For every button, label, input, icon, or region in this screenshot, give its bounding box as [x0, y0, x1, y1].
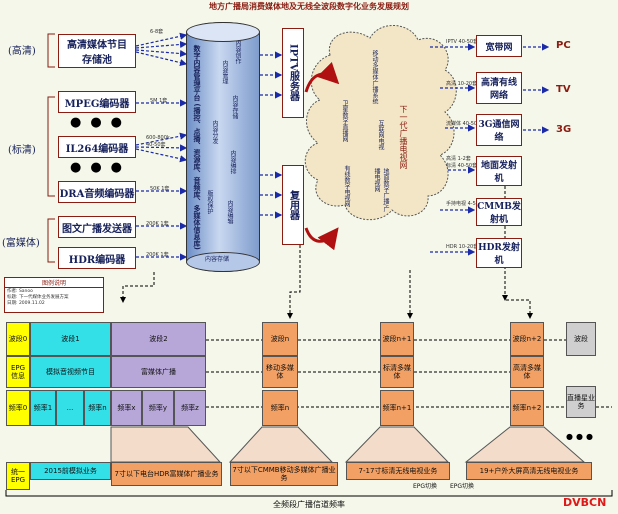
link-label: 流媒体 40-50套 — [446, 121, 483, 127]
source-hdr-encoder: HDR编码器 — [58, 247, 136, 269]
cloud-item: 卫星数字直播网 — [341, 100, 348, 142]
dest-tv: TV — [556, 84, 571, 95]
band-cell: 波段 — [566, 322, 596, 356]
band-cell: EPG 信息 — [6, 356, 30, 388]
band-cell: 频率1 — [30, 390, 56, 426]
legend-row: 作者: Sanoo — [7, 289, 33, 294]
service-bar: 7寸以下电台HDR富媒体广播业务 — [111, 462, 222, 486]
platform-module: 内容存储 — [231, 95, 238, 119]
platform-module: 内容编排 — [229, 150, 236, 174]
band-cell: 模拟音视频节目 — [30, 356, 111, 388]
rate-label: 50K 1套 — [150, 186, 170, 192]
cylinder-bottom-ellipse — [186, 252, 260, 272]
service-bar: 19+户外大屏高清无线电视业务 — [466, 462, 592, 480]
cloud-item: 互联网电视 — [377, 120, 384, 150]
band-cell: 标清多媒体 — [380, 356, 414, 388]
output-3g: 3G通信网络 — [476, 114, 522, 146]
frequency-footer: 全频段广播信道频率 — [273, 500, 345, 509]
group-label-hd: (高清) — [8, 46, 36, 57]
multiplexer: 复用器 — [282, 165, 304, 245]
epg-switch-label: EPG切换 — [413, 483, 438, 490]
band-cell: 频率n — [262, 390, 298, 426]
watermark-logo: DVBCN — [563, 496, 607, 509]
band-cell: 波段2 — [111, 322, 206, 356]
ellipsis-dots: ●●● — [566, 432, 596, 441]
rate-label: 200K 1套 — [146, 221, 169, 227]
link-label: 高清 1-2套 标清 40-50套 — [446, 156, 478, 169]
page-title: 地方广播局消费媒体地及无线全波段数字化业务发展规划 — [209, 1, 409, 11]
source-hd-storage: 高清媒体节目存储池 — [58, 34, 136, 68]
output-broadband: 宽带网 — [476, 35, 522, 57]
platform-title: 数字内容管理平台 (播控、点播、资源库、音频库、多媒体信息库) — [193, 45, 201, 250]
service-bar: 7寸以下CMMB移动多媒体广播业务 — [230, 462, 338, 486]
rate-label: 600-800k 40-50套 — [146, 135, 170, 148]
service-bar: 7-17寸标清无线电视业务 — [346, 462, 450, 480]
band-cell: 富媒体广播 — [111, 356, 206, 388]
unified-epg: 统一EPG — [6, 462, 30, 490]
band-cell: 频率y — [142, 390, 174, 426]
iptv-server: IPTV服务器 — [282, 28, 304, 118]
source-mpeg-encoder: MPEG编码器 — [58, 91, 136, 113]
output-hd-cable: 高清有线网络 — [476, 72, 522, 104]
dest-pc: PC — [556, 40, 571, 51]
band-cell: 频率0 — [6, 390, 30, 426]
source-teletext-sender: 图文广播发送器 — [58, 216, 136, 238]
group-label-rich-media: (富媒体) — [2, 238, 40, 249]
cloud-item: 移动多媒体广播系统 — [371, 50, 378, 104]
dest-3g: 3G — [556, 124, 572, 135]
band-cell: 频率n+1 — [380, 390, 414, 426]
rate-label: 6-8套 — [150, 29, 164, 35]
output-cmmb: CMMB发射机 — [476, 198, 522, 226]
link-label: HDR 10-20套 — [446, 244, 479, 250]
group-label-sd: (标清) — [8, 145, 36, 156]
band-cell: ... — [56, 390, 84, 426]
platform-module: 内容管理 — [221, 60, 228, 84]
band-cell: 波段n — [262, 322, 298, 356]
band-cell: 移动多媒体 — [262, 356, 298, 388]
epg-switch-label: EPG切换 — [450, 483, 475, 490]
cylinder-top-ellipse — [186, 22, 260, 42]
platform-module: 内容创作 — [234, 40, 241, 64]
ellipsis-dots: ●●● — [70, 160, 132, 175]
source-dra-encoder: DRA音频编码器 — [58, 181, 136, 203]
band-cell: 波段0 — [6, 322, 30, 356]
platform-module: 内容分发 — [211, 120, 218, 144]
band-cell: 频率n — [84, 390, 111, 426]
band-cell: 波段n+1 — [380, 322, 414, 356]
link-label: 高清 10-20套 — [446, 81, 478, 87]
rate-label: 200K 1套 — [146, 252, 169, 258]
cloud-title: 下一代广播电视网 — [399, 105, 408, 169]
cloud-item: 有线数字电视网 — [343, 165, 350, 207]
legend-title: 图例说明 — [5, 278, 103, 288]
platform-footer: 内容存储 — [205, 256, 230, 263]
link-label: 手持电视 4-5套 — [446, 201, 481, 207]
legend-row: 日期: 2009.11.02 — [7, 301, 45, 306]
output-hdr: HDR发射机 — [476, 238, 522, 268]
platform-module: 内容编辑 — [226, 200, 233, 224]
ellipsis-dots: ●●● — [70, 115, 132, 130]
cloud-item: 地面数字广播/广播电视网 — [373, 168, 389, 213]
band-cell: 频率n+2 — [510, 390, 544, 426]
service-bar: 2015前模拟业务 — [30, 462, 111, 480]
legend-box: 图例说明 作者: Sanoo 标题: 下一代媒体业务发展方案 日期: 2009.… — [4, 277, 104, 313]
output-terrestrial: 地面发射机 — [476, 156, 522, 186]
band-cell: 波段1 — [30, 322, 111, 356]
band-cell: 频率x — [111, 390, 142, 426]
band-cell: 波段n+2 — [510, 322, 544, 356]
source-h264-encoder: IL264编码器 — [58, 136, 136, 158]
band-cell: 高清多媒体 — [510, 356, 544, 388]
legend-row: 标题: 下一代媒体业务发展方案 — [7, 295, 69, 300]
link-label: IPTV 40-50套 — [446, 39, 479, 45]
rate-label: 5M 1套 — [150, 98, 168, 104]
band-cell: 频率z — [174, 390, 206, 426]
platform-module: 版权保护 — [206, 190, 213, 214]
band-cell: 直播星业务 — [566, 386, 596, 418]
